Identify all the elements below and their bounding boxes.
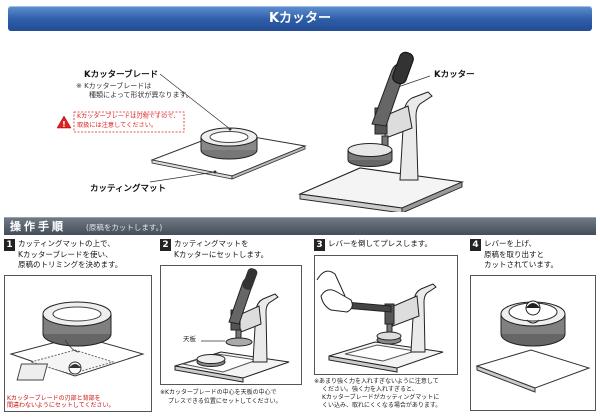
section-title: 操作手順 xyxy=(10,220,66,233)
step-2-note-1: ※Kカッターブレードの中心を天板の中心で xyxy=(160,389,277,396)
step-text: カッティングマットの上で、 Kカッターブレードを使い、 原稿のトリミングを決めま… xyxy=(18,239,123,269)
step-2-note-2: プレスできる位置にセットしてください。 xyxy=(168,398,282,405)
cutter-label: Kカッター xyxy=(434,70,475,80)
step-3-note-2: ください。強く力を入れすぎると、 xyxy=(322,386,418,393)
mat-label: カッティングマット xyxy=(90,184,166,194)
step-1-drawing xyxy=(9,301,145,381)
step-2-illustration: 天板 xyxy=(160,265,302,385)
hero-illustration: ! Kカッターブレード ※ Kカッターブレードは 種類によって形状が異なります。… xyxy=(0,32,600,212)
warning-icon xyxy=(56,115,72,129)
blade-note-1: ※ Kカッターブレードは xyxy=(76,82,152,90)
hero-drawing: ! xyxy=(56,51,465,212)
warning-text-2: 取扱には注意してください。 xyxy=(77,122,158,129)
step-1-warning-1: Kカッターブレードの刃部と背部を xyxy=(7,394,101,402)
step-1-illustration: Kカッターブレードの刃部と背部を 間違わないようにセットしてください。 xyxy=(4,275,152,412)
step-3-note-4: くい込み、取れにくくなる場合があります。 xyxy=(322,402,442,409)
blade-note-2: 種類によって形状が異なります。 xyxy=(89,91,193,99)
step-3: 3 レバーを倒してプレスします。 ※あまり強く力を入れすぎないように注意して く… xyxy=(314,239,458,411)
section-subtitle: (原稿をカットします。) xyxy=(86,223,163,232)
warning-text-1: Kカッターブレードは刃物ですので、 xyxy=(77,113,180,120)
k-cutter-press xyxy=(297,51,465,212)
step-4-drawing xyxy=(475,300,591,393)
step-4: 4 レバーを上げ、 原稿を取り出すと カットされています。 xyxy=(470,239,596,411)
step-text: レバーを上げ、 原稿を取り出すと カットされています。 xyxy=(484,239,559,269)
step-4-illustration xyxy=(470,275,596,411)
step-1: 1 カッティングマットの上で、 Kカッターブレードを使い、 原稿のトリミングを決… xyxy=(4,239,152,412)
step-1-warning-2: 間違わないようにセットしてください。 xyxy=(7,401,115,409)
step-number: 4 xyxy=(470,239,481,251)
step-3-illustration xyxy=(314,255,458,375)
step-text: カッティングマットを Kカッターにセットします。 xyxy=(174,239,269,259)
step-3-note-1: ※あまり強く力を入れすぎないように注意して xyxy=(314,378,439,385)
page-title: Kカッター xyxy=(268,11,332,26)
step-2-drawing xyxy=(174,268,290,383)
step-number: 1 xyxy=(4,239,15,251)
step-number: 3 xyxy=(314,239,325,251)
step-3-note-3: Kカッターブレードがカッティングマットに xyxy=(322,394,440,401)
svg-text:!: ! xyxy=(62,120,66,129)
top-plate-label: 天板 xyxy=(183,335,196,343)
step-2: 2 カッティングマットを Kカッターにセットします。 天板 ※Kカッターブレード… xyxy=(160,239,302,411)
procedure-section-bar: 操作手順 (原稿をカットします。) xyxy=(4,217,596,235)
step-text: レバーを倒してプレスします。 xyxy=(328,239,433,248)
title-bar: Kカッター xyxy=(8,6,592,31)
step-number: 2 xyxy=(160,239,171,251)
step-3-drawing xyxy=(316,270,444,373)
blade-label: Kカッターブレード xyxy=(84,70,159,80)
